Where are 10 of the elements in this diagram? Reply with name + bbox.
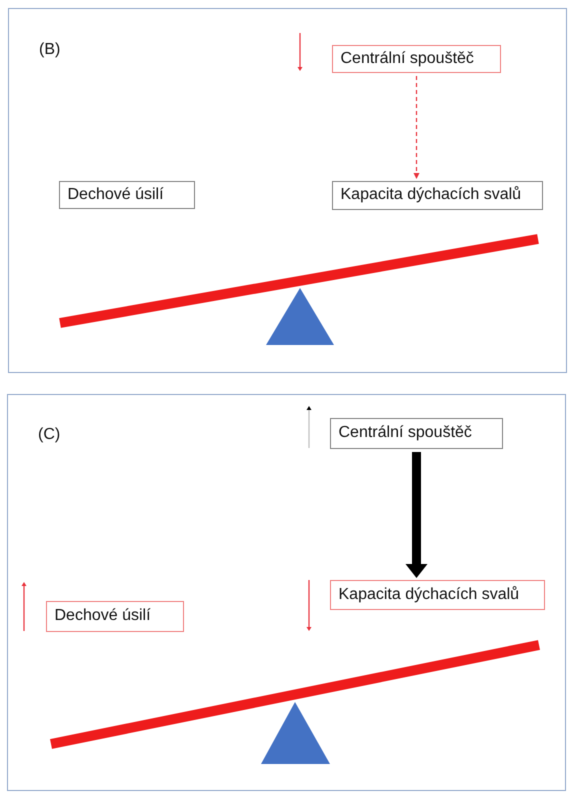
factor-box: Dechové úsilí [58,180,194,208]
factor-box: Dechové úsilí [46,600,184,632]
panel-label: (B) [39,41,60,59]
panel-label: (C) [38,426,60,444]
factor-box: Kapacita dýchacích svalů [330,580,544,610]
factor-box: Centrální spouštěč [332,44,500,72]
arrow [406,452,428,578]
factor-box: Kapacita dýchacích svalů [332,180,542,210]
arrow [414,76,420,179]
factor-box: Centrální spouštěč [330,418,502,448]
